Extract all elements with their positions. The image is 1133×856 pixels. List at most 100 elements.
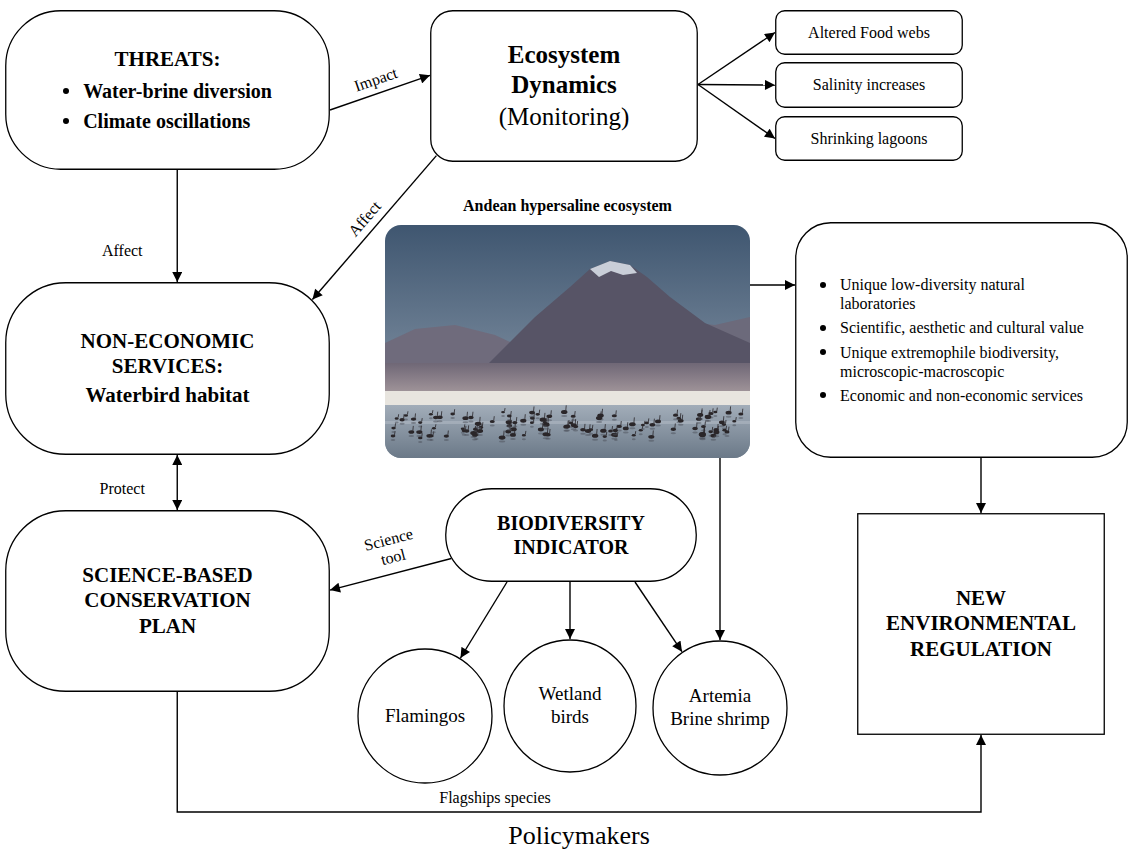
- text-holder: Shrinking lagoons: [811, 129, 928, 148]
- flamingo-figure: [429, 410, 433, 419]
- connector-arrow: [750, 284, 795, 285]
- flamingo-figure: [512, 417, 517, 427]
- bullet-item: Water-brine diversion: [63, 79, 272, 103]
- flamingo-figure: [433, 412, 439, 423]
- flamingo-figure: [450, 409, 455, 419]
- node-content: Shrinking lagoons: [811, 129, 928, 148]
- bullet-item: Unique low-diversity natural laboratorie…: [820, 275, 1103, 313]
- flamingo-figure: [613, 425, 618, 436]
- caption-label: Flagships species: [439, 788, 551, 807]
- flamingo-figure: [546, 410, 552, 421]
- flamingo-figure: [713, 408, 717, 417]
- box-heading: SCIENCE-BASED CONSERVATION PLAN: [60, 563, 275, 639]
- text-holder: NEW ENVIRONMENTAL REGULATION: [879, 586, 1084, 662]
- connector-arrow: [698, 84, 775, 138]
- text-holder: Wetland birds: [526, 683, 614, 729]
- node-content: Andean hypersaline ecosystem: [463, 196, 672, 215]
- flamingo-figure: [395, 414, 399, 423]
- flamingo-figure: [444, 431, 449, 442]
- flamingo-figure: [501, 408, 505, 417]
- monitoring-box: Ecosystem Dynamics(Monitoring): [430, 10, 698, 162]
- flamingo-figure: [507, 420, 513, 431]
- bullet-text: Economic and non-economic services: [840, 386, 1083, 405]
- flamingo-figure: [645, 418, 649, 428]
- bullet-dot: [820, 349, 826, 355]
- bullet-text: Scientific, aesthetic and cultural value: [840, 318, 1084, 337]
- text-holder: Artemia Brine shrimp: [667, 685, 773, 731]
- flamingo-figure: [738, 409, 743, 419]
- species-circle: Wetland birds: [503, 639, 637, 773]
- circle-text: Artemia Brine shrimp: [667, 685, 773, 731]
- flamingo-figure: [612, 410, 617, 420]
- effect-box: Altered Food webs: [775, 10, 963, 55]
- pill-outline: [445, 488, 697, 582]
- node-content: Unique low-diversity natural laboratorie…: [820, 275, 1103, 405]
- flamingo-figure: [477, 424, 483, 436]
- flamingo-figure: [589, 425, 594, 435]
- flamingo-figure: [701, 421, 706, 431]
- flamingo-figure: [699, 428, 705, 440]
- bullet-text: Unique extremophile biodiversity, micros…: [840, 343, 1103, 381]
- species-circle: Artemia Brine shrimp: [652, 640, 788, 776]
- bullet-item: Climate oscillations: [63, 109, 250, 133]
- flamingo-figure: [564, 420, 570, 431]
- flamingo-figure: [507, 411, 512, 421]
- node-content: NEW ENVIRONMENTAL REGULATION: [879, 586, 1084, 662]
- edge-label: Policymakers: [506, 821, 652, 851]
- flamingo-figure: [655, 415, 661, 426]
- plan-box: SCIENCE-BASED CONSERVATION PLAN: [5, 510, 330, 692]
- bullet-text: Water-brine diversion: [83, 79, 272, 103]
- flamingo-figure: [529, 406, 535, 417]
- box-text: Salinity increases: [813, 75, 925, 94]
- flamingo-figure: [411, 413, 416, 424]
- node-content: Wetland birds: [526, 683, 614, 729]
- flamingo-figure: [540, 413, 547, 425]
- bullet-item: Scientific, aesthetic and cultural value: [820, 318, 1084, 337]
- flamingo-figure: [530, 419, 534, 428]
- bullet-item: Economic and non-economic services: [820, 386, 1083, 405]
- flamingo-figure: [722, 426, 726, 436]
- flamingo-figure: [426, 429, 432, 440]
- flamingo-figure: [629, 417, 635, 429]
- service-box: NON-ECONOMIC SERVICES:Waterbird habitat: [5, 282, 330, 455]
- flamingo-figure: [520, 414, 526, 426]
- connector-arrow: [569, 582, 570, 639]
- connector-arrow: [980, 458, 981, 513]
- flamingo-figure: [699, 427, 706, 439]
- flamingo-figure: [596, 411, 602, 423]
- flamingo-figure: [732, 417, 736, 426]
- flamingo-figure: [713, 424, 719, 435]
- node-content: BIODIVERSITY INDICATOR: [484, 511, 659, 559]
- flamingo-figure: [506, 416, 512, 427]
- flamingo-figure: [623, 422, 629, 433]
- bullet-text: Unique low-diversity natural laboratorie…: [840, 275, 1103, 313]
- box-heading: BIODIVERSITY INDICATOR: [484, 511, 659, 559]
- flamingo-figure: [580, 424, 586, 435]
- node-content: THREATS: Water-brine diversionClimate osc…: [63, 47, 272, 132]
- flamingo-figure: [603, 432, 607, 442]
- text-holder: Flamingos: [385, 705, 465, 728]
- edge-label: Affect: [343, 196, 386, 242]
- flamingo-figure: [404, 411, 408, 420]
- text-holder: THREATS:: [115, 47, 221, 72]
- text-holder: Ecosystem Dynamics: [474, 40, 654, 100]
- regulation-box: NEW ENVIRONMENTAL REGULATION: [857, 513, 1105, 735]
- flamingo-figure: [698, 410, 703, 420]
- flamingo-figure: [535, 410, 540, 420]
- circle-text: Flamingos: [385, 705, 465, 728]
- text-holder: Altered Food webs: [808, 23, 930, 42]
- flamingo-figure: [571, 411, 576, 421]
- text-holder: Salinity increases: [813, 75, 925, 94]
- bullet-dot: [63, 88, 69, 94]
- connector-arrow: [177, 170, 178, 282]
- connector-arrow: [719, 458, 720, 640]
- flamingo-figure: [418, 433, 422, 443]
- flamingo-figure: [543, 418, 547, 428]
- flamingo-figure: [561, 405, 567, 417]
- flamingo-figure: [713, 426, 719, 437]
- photo-heading: Andean hypersaline ecosystem: [463, 196, 672, 215]
- box-subheading: (Monitoring): [499, 102, 630, 132]
- node-content: Altered Food webs: [808, 23, 930, 42]
- flamingo-figure: [530, 413, 535, 423]
